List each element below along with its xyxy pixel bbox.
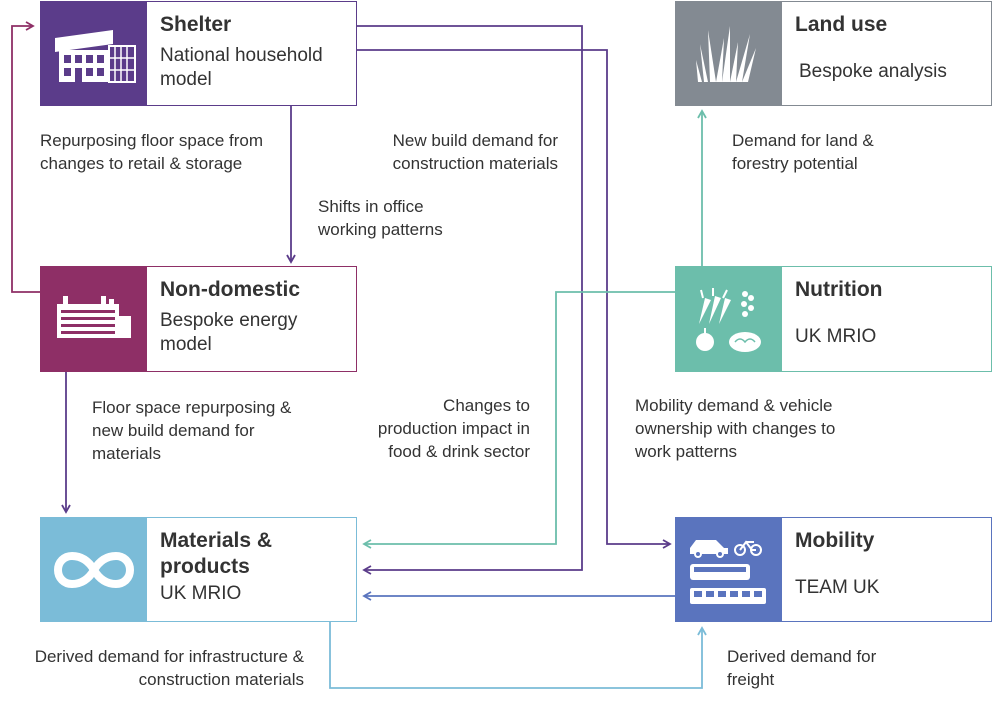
label-shifts-office: Shifts in office working patterns: [318, 197, 443, 239]
nondomestic-box: Non-domestic Bespoke energy model: [40, 266, 357, 372]
nondomestic-icon-panel: [41, 267, 147, 371]
nondomestic-subtitle: Bespoke energy model: [160, 310, 298, 355]
factory-icon: [57, 296, 131, 338]
materials-box: Materials & products UK MRIO: [40, 517, 357, 622]
mobility-box: Mobility TEAM UK: [675, 517, 992, 622]
nutrition-box: Nutrition UK MRIO: [675, 266, 992, 372]
label-derived-infra: Derived demand for infrastructure & cons…: [34, 647, 304, 689]
mobility-icon-panel: [676, 518, 782, 621]
label-repurposing: Repurposing floor space from changes to …: [40, 131, 264, 173]
vegetables-icon: [696, 288, 761, 352]
label-new-build: New build demand for construction materi…: [392, 131, 558, 173]
landuse-title: Land use: [795, 13, 888, 36]
nutrition-icon-panel: [676, 267, 782, 371]
nondomestic-title: Non-domestic: [160, 278, 301, 301]
house-icon: [55, 29, 136, 83]
infinity-icon: [54, 551, 134, 588]
materials-icon-panel: [41, 518, 147, 621]
landuse-subtitle: Bespoke analysis: [799, 61, 947, 82]
arrow-shelter-to-materials: [357, 25, 583, 575]
label-production-impact: Changes to production impact in food & d…: [377, 396, 530, 461]
label-mobility-demand: Mobility demand & vehicle ownership with…: [635, 396, 836, 461]
mobility-subtitle: TEAM UK: [795, 577, 880, 598]
materials-subtitle: UK MRIO: [160, 583, 242, 604]
arrow-nutrition-to-materials: [362, 291, 675, 549]
shelter-box: Shelter National household model: [40, 1, 357, 106]
shelter-title: Shelter: [160, 13, 232, 36]
nutrition-subtitle: UK MRIO: [795, 326, 877, 347]
mobility-title: Mobility: [795, 529, 875, 552]
grass-icon: [696, 25, 756, 82]
arrow-shelter-to-mobility: [357, 49, 672, 549]
shelter-icon-panel: [41, 2, 147, 105]
arrow-nondomestic-to-shelter: [11, 21, 40, 293]
materials-title: Materials & products: [160, 529, 273, 578]
label-demand-land: Demand for land & forestry potential: [732, 131, 874, 173]
landuse-box: Land use Bespoke analysis: [675, 1, 992, 106]
label-derived-freight: Derived demand for freight: [727, 647, 877, 689]
nutrition-title: Nutrition: [795, 278, 883, 301]
shelter-subtitle: National household model: [160, 45, 323, 90]
landuse-icon-panel: [676, 2, 782, 105]
label-floor-space: Floor space repurposing & new build dema…: [92, 398, 292, 463]
arrow-materials-to-mobility: [329, 622, 707, 689]
vehicles-icon: [690, 539, 766, 604]
